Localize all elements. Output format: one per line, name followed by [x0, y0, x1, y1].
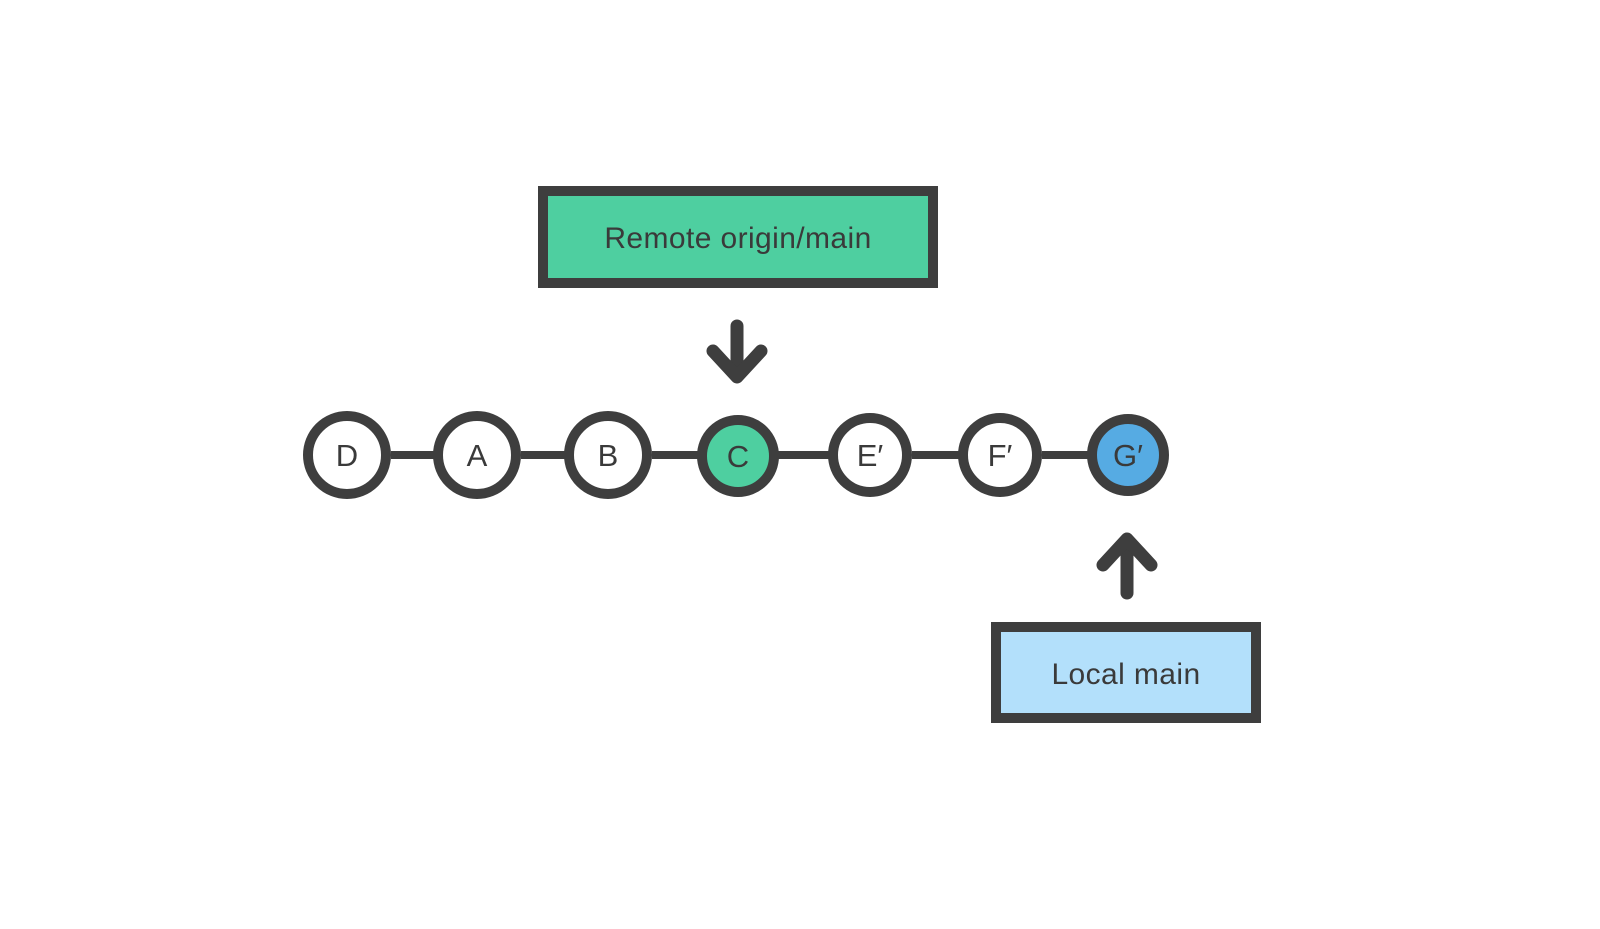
remote-pointer-arrow-icon — [706, 319, 768, 384]
local-branch-box-label: Local main — [1051, 658, 1200, 691]
commit-node-c-label: C — [727, 439, 749, 474]
remote-arrow-head — [706, 344, 768, 384]
remote-branch-label-box[interactable]: Remote origin/main — [538, 186, 938, 288]
commit-node-a-circle — [433, 411, 521, 499]
commit-nodes: D A B C E′ F′ — [303, 411, 1169, 499]
commit-node-f-prime-circle — [958, 413, 1042, 497]
commit-node-e-prime-label: E′ — [857, 438, 884, 473]
local-branch-box-rect — [991, 622, 1261, 723]
commit-node-f-prime[interactable]: F′ — [958, 413, 1042, 497]
remote-branch-box-label: Remote origin/main — [604, 222, 871, 255]
remote-branch-box-rect — [538, 186, 938, 288]
commit-node-b[interactable]: B — [564, 411, 652, 499]
commit-node-e-prime[interactable]: E′ — [828, 413, 912, 497]
commit-node-b-circle — [564, 411, 652, 499]
commit-node-e-prime-circle — [828, 413, 912, 497]
commit-node-d[interactable]: D — [303, 411, 391, 499]
commit-node-g-prime[interactable]: G′ — [1087, 414, 1169, 496]
commit-node-d-circle — [303, 411, 391, 499]
local-branch-label-box[interactable]: Local main — [991, 622, 1261, 723]
commit-node-d-label: D — [336, 438, 358, 473]
commit-node-g-prime-circle — [1087, 414, 1169, 496]
commit-node-g-prime-label: G′ — [1113, 438, 1143, 473]
commit-node-c[interactable]: C — [697, 415, 779, 497]
local-arrow-head — [1096, 532, 1158, 572]
local-pointer-arrow-icon — [1096, 532, 1158, 600]
commit-node-a-label: A — [467, 438, 488, 473]
commit-node-c-circle — [697, 415, 779, 497]
commit-node-b-label: B — [598, 438, 619, 473]
commit-node-a[interactable]: A — [433, 411, 521, 499]
commit-node-f-prime-label: F′ — [988, 438, 1013, 473]
